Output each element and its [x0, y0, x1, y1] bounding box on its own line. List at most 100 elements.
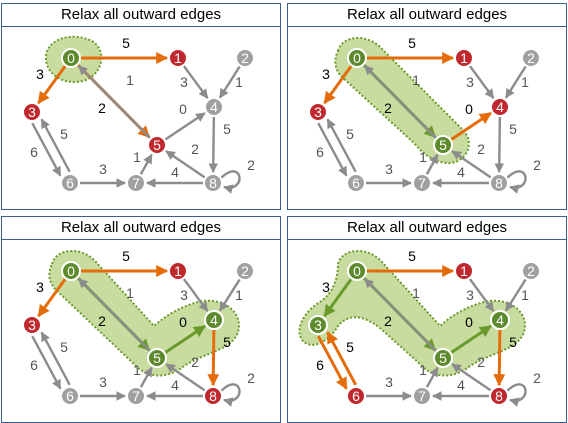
- node-3: 3: [308, 102, 328, 122]
- edge-5-0: [77, 277, 151, 352]
- node-label: 4: [496, 99, 504, 115]
- edge-weight-5-0: 1: [412, 285, 420, 301]
- edge-3-6: [31, 122, 62, 177]
- panel-title: Relax all outward edges: [2, 4, 280, 27]
- edge-5-0: [363, 277, 437, 352]
- edge-weight-2-4: 1: [235, 74, 243, 90]
- edge-weight-1-4: 3: [180, 74, 188, 90]
- node-5: 5: [147, 348, 167, 368]
- edge-weight-8-5: 2: [477, 141, 485, 157]
- edge-5-4: [164, 112, 206, 141]
- node-label: 0: [353, 50, 361, 66]
- edge-3-6: [31, 335, 62, 390]
- node-label: 7: [132, 175, 140, 191]
- edge-weight-3-6: 5: [346, 339, 354, 355]
- node-1: 1: [168, 48, 188, 68]
- node-label: 7: [418, 388, 426, 404]
- edge-7-5: [425, 153, 439, 175]
- node-label: 2: [241, 50, 249, 66]
- edge-weight-3-6: 5: [346, 126, 354, 142]
- edge-2-4: [218, 65, 241, 99]
- edge-weight-8-7: 4: [457, 164, 465, 180]
- node-label: 3: [28, 104, 36, 120]
- visited-region: [298, 250, 526, 377]
- edge-7-5: [139, 366, 153, 388]
- edge-weight-6-7: 3: [385, 374, 393, 390]
- node-2: 2: [521, 261, 541, 281]
- node-label: 5: [439, 137, 447, 153]
- node-label: 5: [439, 350, 447, 366]
- edge-weight-7-5: 1: [133, 149, 141, 165]
- edge-weight-0-5: 2: [384, 313, 392, 329]
- edge-4-8: [207, 329, 220, 387]
- node-label: 5: [153, 350, 161, 366]
- edge-weight-0-3: 3: [36, 279, 44, 295]
- edge-weight-0-3: 3: [322, 279, 330, 295]
- edge-weight-6-3: 6: [30, 144, 38, 160]
- node-label: 6: [352, 175, 360, 191]
- edge-5-0: [77, 64, 151, 139]
- edge-8-8: [506, 383, 527, 407]
- edge-weight-8-8: 2: [533, 370, 541, 386]
- node-label: 3: [28, 317, 36, 333]
- edge-weight-8-8: 2: [247, 157, 255, 173]
- node-label: 0: [67, 50, 75, 66]
- node-4: 4: [490, 310, 510, 330]
- edge-4-8: [493, 329, 506, 387]
- edge-0-3: [37, 65, 67, 105]
- edge-2-4: [504, 278, 527, 312]
- node-label: 1: [460, 263, 468, 279]
- node-6: 6: [60, 386, 80, 406]
- edge-weight-8-8: 2: [247, 370, 255, 386]
- edge-4-8: [208, 116, 219, 173]
- panel-title: Relax all outward edges: [288, 217, 566, 240]
- node-label: 8: [495, 388, 503, 404]
- edge-weight-4-8: 5: [223, 334, 231, 350]
- edge-1-4: [182, 278, 209, 312]
- edge-6-3: [326, 331, 358, 386]
- edge-weight-8-5: 2: [191, 354, 199, 370]
- node-label: 7: [132, 388, 140, 404]
- node-label: 4: [496, 312, 504, 328]
- edge-8-5: [451, 363, 492, 392]
- edge-3-6: [316, 335, 348, 390]
- edge-1-4: [468, 278, 495, 312]
- node-0: 0: [347, 261, 367, 281]
- edge-weight-5-0: 1: [126, 72, 134, 88]
- edge-weight-5-4: 0: [465, 314, 473, 330]
- node-label: 5: [153, 137, 161, 153]
- node-3: 3: [22, 315, 42, 335]
- node-label: 2: [527, 50, 535, 66]
- edge-5-4: [450, 111, 492, 141]
- edge-0-3: [323, 278, 353, 318]
- edge-weight-6-3: 6: [316, 357, 324, 373]
- node-label: 3: [314, 104, 322, 120]
- node-3: 3: [22, 102, 42, 122]
- node-0: 0: [61, 48, 81, 68]
- node-2: 2: [235, 48, 255, 68]
- edge-weight-6-7: 3: [99, 161, 107, 177]
- edge-weight-0-5: 2: [384, 100, 392, 116]
- edge-weight-8-7: 4: [457, 377, 465, 393]
- edge-weight-0-3: 3: [322, 66, 330, 82]
- node-5: 5: [433, 135, 453, 155]
- edge-5-4: [164, 324, 206, 354]
- node-label: 1: [460, 50, 468, 66]
- edge-3-6: [317, 122, 348, 177]
- edge-weight-5-4: 0: [465, 101, 473, 117]
- edge-8-5: [165, 363, 206, 392]
- edge-weight-5-4: 0: [179, 314, 187, 330]
- edge-weight-0-1: 5: [122, 248, 130, 264]
- edge-0-3: [37, 278, 67, 318]
- edge-weight-8-7: 4: [171, 377, 179, 393]
- edge-0-3: [323, 65, 353, 105]
- edge-weight-0-1: 5: [122, 35, 130, 51]
- node-label: 6: [66, 388, 74, 404]
- node-6: 6: [60, 173, 80, 193]
